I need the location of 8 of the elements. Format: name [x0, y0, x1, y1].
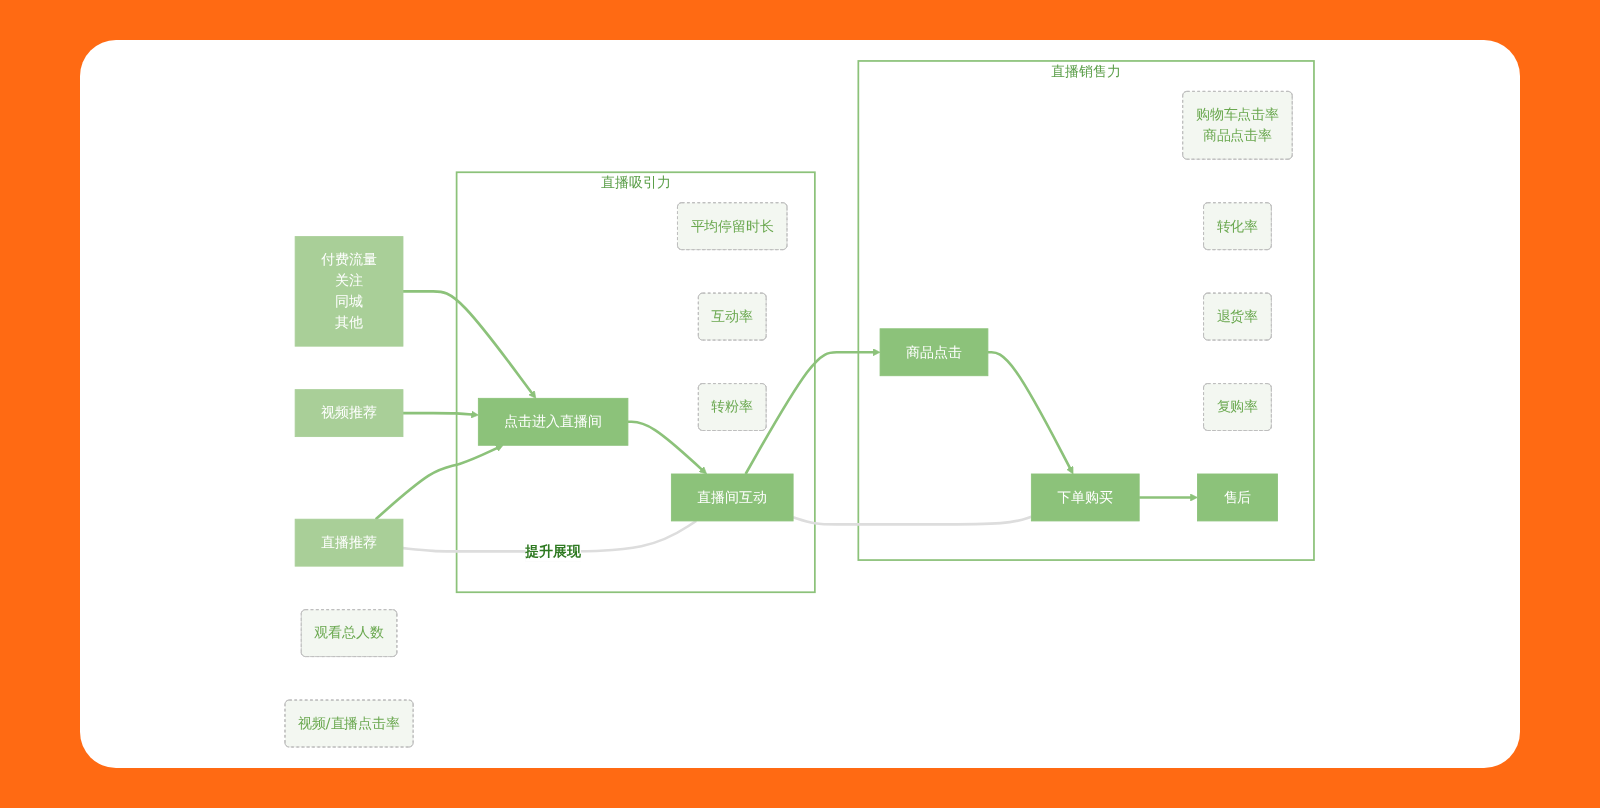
arrow [403, 290, 537, 399]
arrow [375, 444, 504, 521]
arrow [988, 350, 1074, 475]
arrow [628, 420, 708, 475]
arrow [403, 410, 480, 419]
connector [793, 515, 1033, 526]
arrow [745, 348, 881, 475]
arrow [1139, 493, 1199, 502]
